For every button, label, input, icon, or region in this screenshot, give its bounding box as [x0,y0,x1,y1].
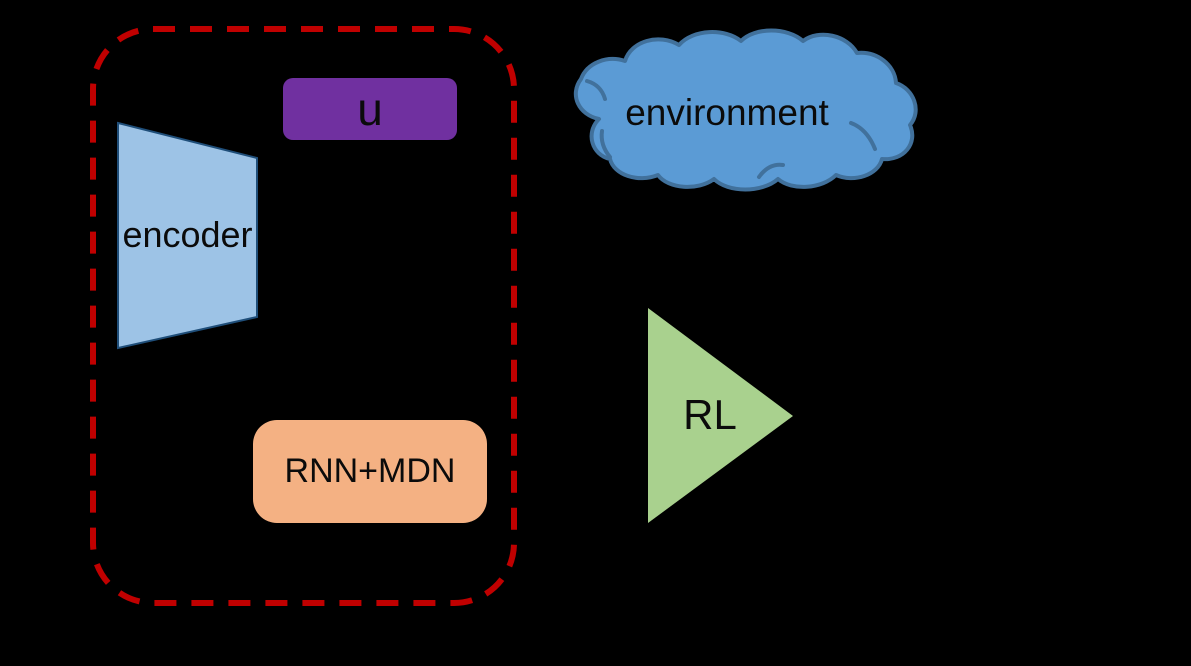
environment-cloud [573,28,918,192]
world-model-label: RNN+MDN [284,452,456,490]
environment-cloud-inner-arcs [585,79,877,179]
encoder-shape [117,121,258,350]
action-box: u [283,78,457,140]
world-model-box: RNN+MDN [253,420,487,523]
agent-boundary [90,26,517,606]
environment-cloud-outline [573,28,918,192]
rl-triangle [648,308,793,523]
action-label: u [357,83,383,135]
